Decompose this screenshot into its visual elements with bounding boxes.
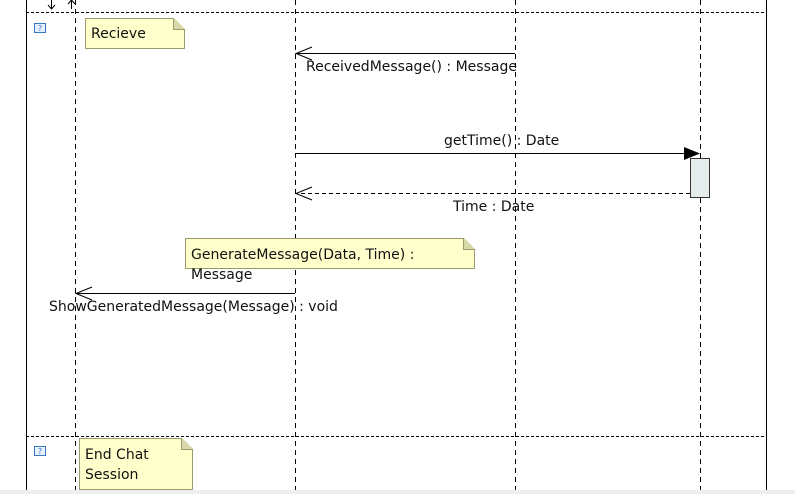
note-end-chat-line-1: End Chat xyxy=(85,447,149,463)
note-end-chat-session[interactable]: End Chat Session xyxy=(79,438,193,490)
time-return-label[interactable]: Time : Date xyxy=(453,199,535,215)
show-generated-message-label[interactable]: ShowGeneratedMessage(Message) : void xyxy=(49,299,338,315)
activation-bar[interactable] xyxy=(690,158,710,198)
horizontal-scrollbar-track[interactable] xyxy=(0,490,795,494)
note-recieve[interactable]: Recieve xyxy=(85,18,185,49)
arrow-down-icon xyxy=(47,0,56,10)
time-return-arrow[interactable] xyxy=(294,186,690,201)
fragment-icon[interactable]: ? xyxy=(34,446,46,456)
show-generated-message-arrow[interactable] xyxy=(74,286,295,301)
note-recieve-text: Recieve xyxy=(91,26,146,42)
fragment-icon[interactable]: ? xyxy=(34,23,46,33)
get-time-label[interactable]: getTime() : Date xyxy=(444,133,560,149)
get-time-arrow[interactable] xyxy=(296,147,700,160)
note-end-chat-line-2: Session xyxy=(85,467,139,483)
note-generate-message-text: GenerateMessage(Data, Time) : Message xyxy=(191,247,415,283)
received-message-arrow[interactable] xyxy=(294,46,515,61)
received-message-label[interactable]: ReceivedMessage() : Message xyxy=(306,59,517,75)
note-generate-message[interactable]: GenerateMessage(Data, Time) : Message xyxy=(185,238,475,283)
arrow-up-icon xyxy=(67,0,76,9)
